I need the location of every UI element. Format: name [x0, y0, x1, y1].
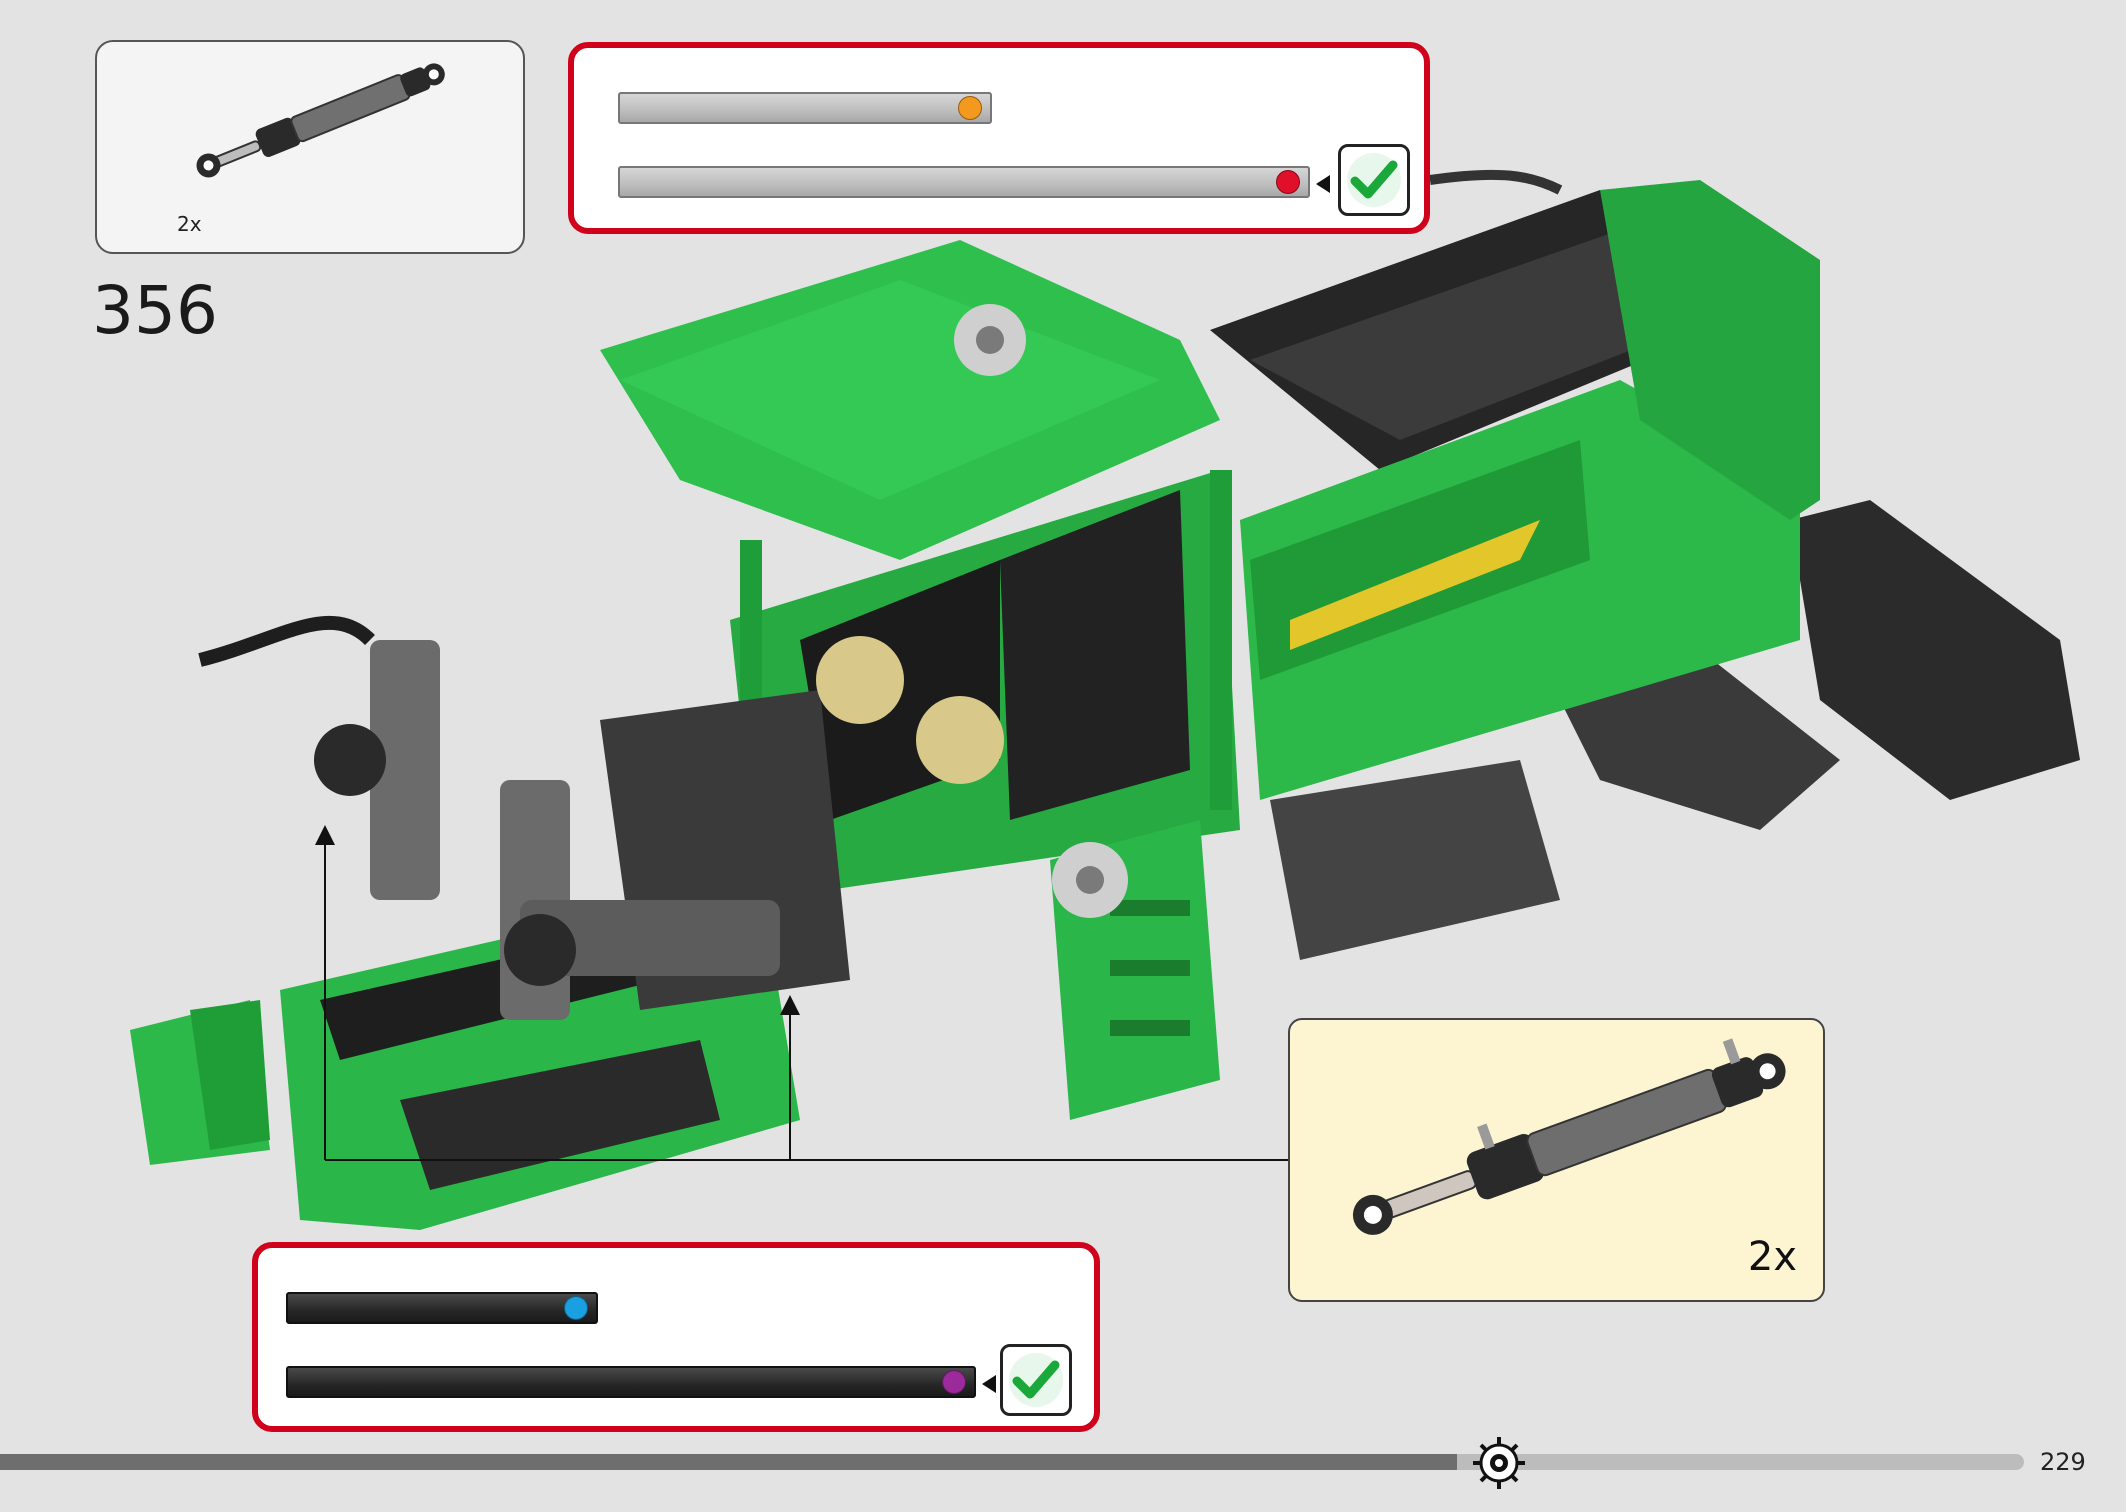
build-progress-fill	[0, 1454, 1457, 1470]
purple-marker	[942, 1370, 966, 1394]
step-number: 356	[92, 272, 218, 349]
page-number: 229	[2040, 1448, 2086, 1476]
length-bar-2	[618, 166, 1310, 198]
hose-length-check-panel-top	[568, 42, 1430, 234]
length-bar-3	[286, 1292, 598, 1324]
pneumatic-cylinder-icon	[196, 63, 445, 178]
callout-quantity: 2x	[1747, 1234, 1797, 1280]
pneumatic-cylinder-icon	[1352, 1038, 1786, 1235]
red-marker	[1276, 170, 1300, 194]
arrow-left-icon	[982, 1375, 996, 1393]
parts-quantity: 2x	[177, 212, 202, 236]
cylinder-callout: 2x	[1288, 1018, 1825, 1302]
gear-icon	[1472, 1436, 1526, 1490]
blue-marker	[564, 1296, 588, 1320]
checkmark-icon	[1009, 1353, 1063, 1407]
length-bar-1	[618, 92, 992, 124]
arrow-left-icon	[1316, 175, 1330, 193]
orange-marker	[958, 96, 982, 120]
confirm-check-button[interactable]	[1338, 144, 1410, 216]
parts-list-box: 2x	[95, 40, 525, 254]
confirm-check-button[interactable]	[1000, 1344, 1072, 1416]
length-bar-4	[286, 1366, 976, 1398]
checkmark-icon	[1347, 153, 1401, 207]
hose-length-check-panel-bottom	[252, 1242, 1100, 1432]
